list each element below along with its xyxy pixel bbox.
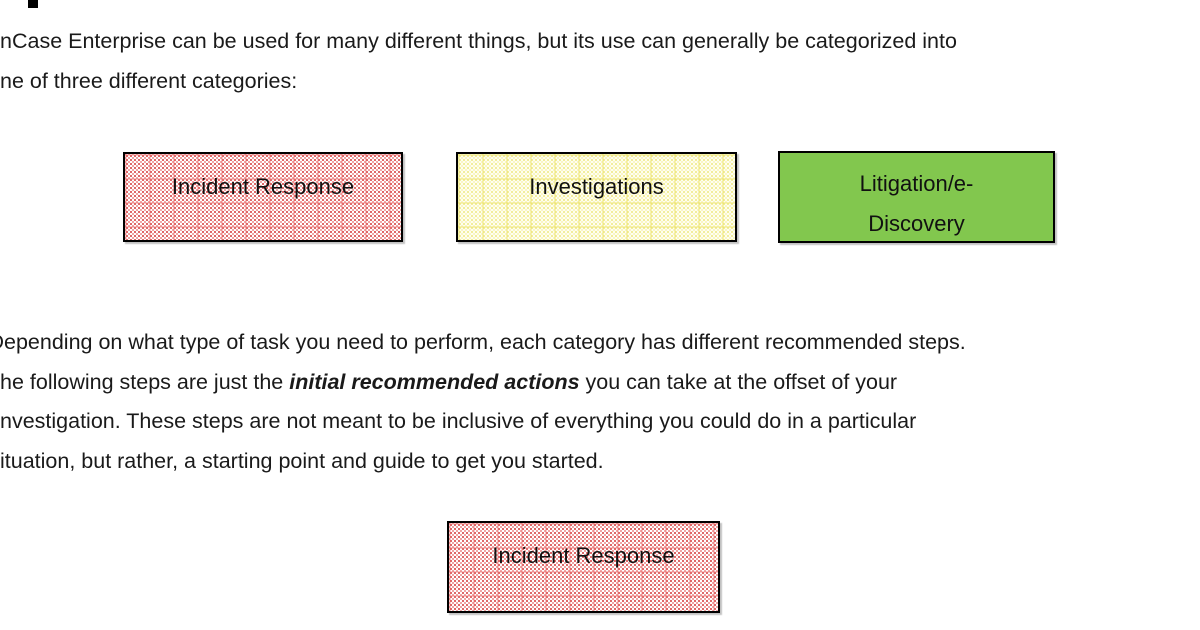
body-line-2-after: you can take at the offset of your (579, 369, 898, 394)
cropped-content-fragment (28, 0, 38, 8)
intro-line-1: nCase Enterprise can be used for many di… (0, 29, 957, 53)
category-box-investigations: Investigations (456, 152, 737, 242)
intro-paragraph: nCase Enterprise can be used for many di… (0, 21, 957, 101)
emphasis-initial-recommended-actions: initial recommended actions (289, 369, 580, 394)
category-box-litigation-ediscovery: Litigation/e- Discovery (778, 151, 1055, 243)
category-label-incident-response: Incident Response (171, 174, 355, 199)
body-paragraph: Depending on what type of task you need … (0, 323, 966, 481)
body-line-1: Depending on what type of task you need … (0, 323, 966, 363)
category-box-incident-response: Incident Response (123, 152, 403, 242)
litigation-label-line-2: Discovery (868, 211, 965, 236)
body-line-4: ituation, but rather, a starting point a… (0, 448, 604, 473)
body-line-2-before: he following steps are just the (0, 369, 290, 394)
flow-box-incident-response: Incident Response (447, 521, 720, 613)
flow-box-label: Incident Response (492, 543, 675, 568)
category-label-litigation-ediscovery: Litigation/e- Discovery (860, 171, 974, 236)
clipped-letter-d: D (0, 323, 4, 363)
category-label-investigations: Investigations (529, 174, 664, 199)
body-line-2: he following steps are just the initial … (0, 363, 966, 403)
litigation-label-line-1: Litigation/e- (859, 171, 974, 196)
body-line-1-text: epending on what type of task you need t… (4, 330, 966, 354)
body-line-3: nvestigation. These steps are not meant … (0, 409, 917, 433)
intro-line-2: ne of three different categories: (0, 69, 298, 93)
